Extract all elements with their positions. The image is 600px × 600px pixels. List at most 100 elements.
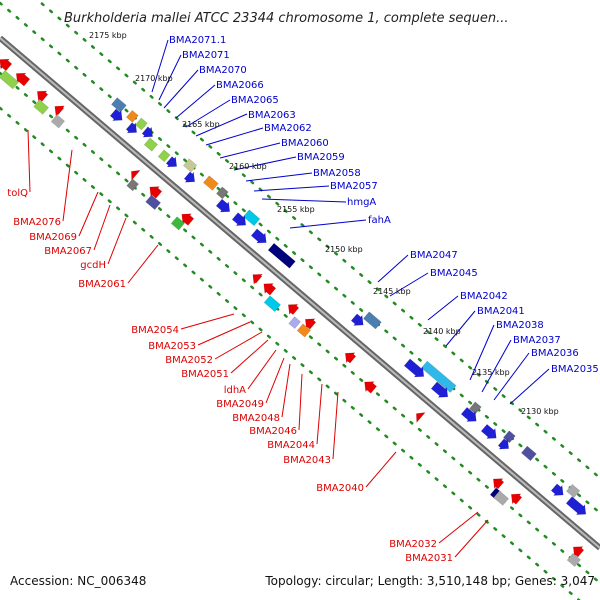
gene-feature[interactable] bbox=[50, 114, 66, 129]
gene-label[interactable]: gcdH bbox=[80, 260, 106, 271]
gene-feature[interactable] bbox=[403, 357, 428, 381]
gene-feature[interactable] bbox=[497, 437, 513, 453]
gene-label[interactable]: tolQ bbox=[7, 188, 28, 199]
gene-label[interactable]: BMA2044 bbox=[267, 440, 315, 451]
gene-feature[interactable] bbox=[141, 125, 157, 141]
gene-feature[interactable] bbox=[127, 166, 141, 181]
gene-label[interactable]: BMA2037 bbox=[513, 335, 561, 346]
gene-label[interactable]: BMA2071.1 bbox=[169, 35, 226, 46]
gene-label[interactable]: BMA2035 bbox=[551, 364, 599, 375]
gene-label[interactable]: BMA2051 bbox=[181, 369, 229, 380]
gene-feature[interactable] bbox=[242, 209, 261, 227]
gene-feature[interactable] bbox=[569, 542, 585, 558]
gene-feature[interactable] bbox=[550, 482, 568, 500]
gene-feature[interactable] bbox=[566, 552, 582, 568]
gene-label[interactable]: BMA2049 bbox=[216, 399, 264, 410]
gene-label[interactable]: BMA2043 bbox=[283, 455, 331, 466]
gene-label[interactable]: BMA2059 bbox=[297, 152, 345, 163]
gene-feature[interactable] bbox=[110, 97, 127, 113]
gene-feature[interactable] bbox=[362, 311, 382, 330]
gene-feature[interactable] bbox=[0, 55, 13, 73]
gene-label[interactable]: BMA2070 bbox=[199, 65, 247, 76]
gene-feature[interactable] bbox=[468, 401, 482, 415]
gene-label[interactable]: BMA2046 bbox=[249, 426, 297, 437]
gene-label[interactable]: BMA2036 bbox=[531, 348, 579, 359]
gene-feature[interactable] bbox=[260, 279, 278, 297]
gene-feature[interactable] bbox=[51, 101, 66, 117]
gene-label[interactable]: BMA2076 bbox=[13, 217, 61, 228]
gene-feature[interactable] bbox=[301, 314, 317, 330]
gene-feature[interactable] bbox=[170, 216, 186, 231]
gene-label[interactable]: hmgA bbox=[347, 197, 376, 208]
gene-label[interactable]: BMA2031 bbox=[405, 553, 453, 564]
gene-label[interactable]: BMA2069 bbox=[29, 232, 77, 243]
gene-feature[interactable] bbox=[460, 406, 481, 426]
gene-feature[interactable] bbox=[143, 137, 159, 152]
gene-label[interactable]: BMA2058 bbox=[313, 168, 361, 179]
gene-feature[interactable] bbox=[360, 377, 378, 395]
gene-label[interactable]: ldhA bbox=[224, 385, 246, 396]
gene-feature[interactable] bbox=[249, 270, 264, 285]
gene-label[interactable]: BMA2063 bbox=[248, 110, 296, 121]
gene-feature[interactable] bbox=[33, 86, 49, 102]
gene-feature[interactable] bbox=[565, 483, 581, 499]
gene-feature[interactable] bbox=[430, 380, 452, 402]
gene-feature[interactable] bbox=[502, 430, 516, 444]
gene-feature[interactable] bbox=[215, 198, 234, 217]
gene-label[interactable]: BMA2052 bbox=[165, 355, 213, 366]
gene-feature[interactable] bbox=[145, 194, 162, 211]
gene-label[interactable]: BMA2045 bbox=[430, 268, 478, 279]
gene-feature[interactable] bbox=[215, 186, 229, 200]
gene-label[interactable]: fahA bbox=[368, 215, 391, 226]
gene-feature[interactable] bbox=[341, 348, 357, 364]
gene-feature[interactable] bbox=[33, 99, 50, 115]
gene-label[interactable]: BMA2060 bbox=[281, 138, 329, 149]
gene-label[interactable]: BMA2053 bbox=[148, 341, 196, 352]
gene-feature[interactable] bbox=[489, 474, 505, 490]
gene-feature[interactable] bbox=[412, 409, 426, 424]
gene-feature[interactable] bbox=[288, 316, 302, 330]
gene-feature[interactable] bbox=[250, 227, 271, 247]
gene-feature[interactable] bbox=[125, 121, 141, 137]
gene-label[interactable]: BMA2066 bbox=[216, 80, 264, 91]
gene-feature[interactable] bbox=[565, 495, 590, 519]
gene-feature[interactable] bbox=[182, 158, 198, 173]
gene-label[interactable]: BMA2062 bbox=[264, 123, 312, 134]
gene-label[interactable]: BMA2038 bbox=[496, 320, 544, 331]
gene-label[interactable]: BMA2048 bbox=[232, 413, 280, 424]
gene-label[interactable]: BMA2040 bbox=[316, 483, 364, 494]
gene-feature[interactable] bbox=[284, 300, 300, 316]
gene-label[interactable]: BMA2047 bbox=[410, 250, 458, 261]
gene-label[interactable]: BMA2065 bbox=[231, 95, 279, 106]
gene-feature[interactable] bbox=[231, 211, 250, 230]
gene-feature[interactable] bbox=[165, 155, 181, 171]
gene-label[interactable]: BMA2054 bbox=[131, 325, 179, 336]
gene-feature[interactable] bbox=[146, 182, 164, 200]
gene-feature[interactable] bbox=[126, 178, 140, 192]
gene-label[interactable]: BMA2071 bbox=[182, 50, 230, 61]
gene-feature[interactable] bbox=[420, 360, 457, 393]
gene-label[interactable]: BMA2057 bbox=[330, 181, 378, 192]
gene-feature[interactable] bbox=[134, 117, 148, 131]
gene-feature[interactable] bbox=[263, 295, 282, 313]
gene-label[interactable]: BMA2067 bbox=[44, 246, 92, 257]
gene-label[interactable]: BMA2061 bbox=[78, 279, 126, 290]
gene-feature[interactable] bbox=[12, 69, 31, 88]
gene-feature[interactable] bbox=[493, 490, 510, 506]
gene-feature[interactable] bbox=[157, 149, 171, 163]
gene-feature[interactable] bbox=[125, 109, 139, 123]
gene-feature[interactable] bbox=[202, 175, 219, 191]
gene-feature[interactable] bbox=[350, 312, 368, 330]
gene-feature[interactable] bbox=[109, 107, 127, 125]
gene-label[interactable]: BMA2041 bbox=[477, 306, 525, 317]
gene-label[interactable]: BMA2032 bbox=[389, 539, 437, 550]
gene-feature[interactable] bbox=[520, 445, 537, 462]
gene-label[interactable]: BMA2042 bbox=[460, 291, 508, 302]
gene-feature[interactable] bbox=[480, 423, 501, 443]
gene-feature[interactable] bbox=[267, 242, 296, 269]
gene-feature[interactable] bbox=[507, 489, 523, 505]
gene-feature[interactable] bbox=[178, 209, 196, 227]
gene-feature[interactable] bbox=[296, 323, 312, 338]
gene-feature[interactable] bbox=[183, 170, 199, 186]
gene-feature[interactable] bbox=[0, 69, 20, 90]
